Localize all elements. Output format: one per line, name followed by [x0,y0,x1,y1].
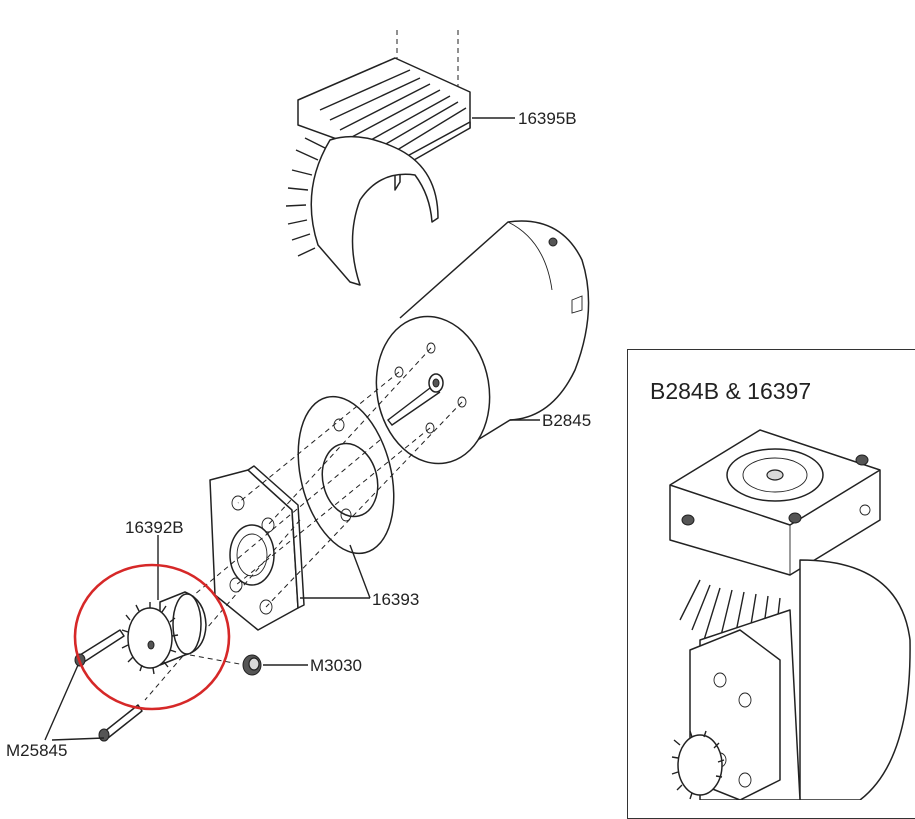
exploded-parts-diagram [44,30,911,800]
label-16392b: 16392B [125,518,184,537]
label-16395b: 16395B [518,109,577,128]
heatsink-16395b [285,30,515,286]
label-16393: 16393 [372,590,420,609]
motor-mount-16393 [209,465,305,631]
inset-assembly-illustration [669,429,911,800]
inset-panel: B284B & 16397 [627,349,915,819]
inset-title: B284B & 16397 [650,378,812,404]
label-m25845: M25845 [6,741,68,760]
label-b2845: B2845 [542,411,592,430]
pinion-gear-16392b [121,535,207,675]
screws-m25845 [44,629,143,742]
label-m3030: M3030 [310,656,362,675]
set-screw-m3030 [242,654,308,676]
highlight-circle [73,563,231,711]
motor-b2845 [375,220,590,465]
leader-16393 [300,544,371,599]
spacer-plate-16393 [297,395,395,555]
